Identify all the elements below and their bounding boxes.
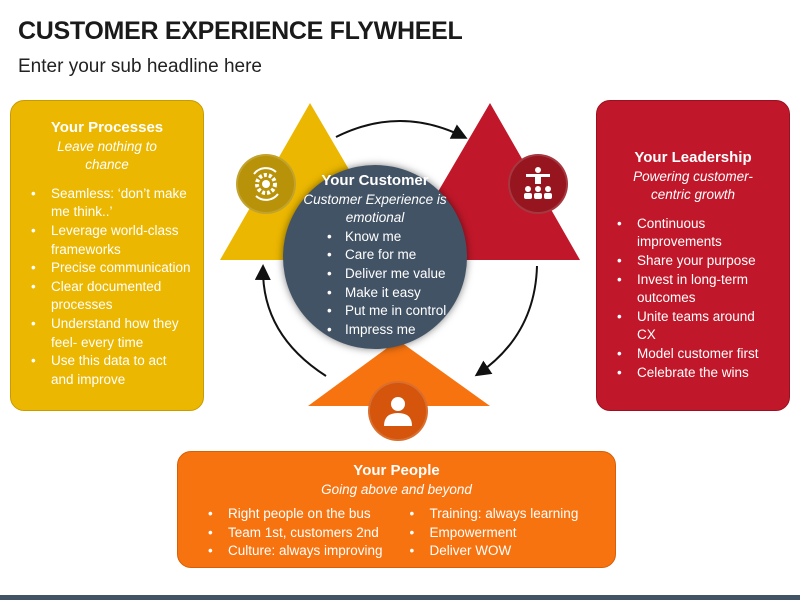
list-item: Model customer first bbox=[617, 345, 777, 364]
customer-circle: Your Customer Customer Experience is emo… bbox=[283, 165, 467, 349]
list-item: Precise communication bbox=[31, 259, 191, 278]
list-item: Empowerment bbox=[410, 524, 604, 543]
sub-headline: Enter your sub headline here bbox=[18, 56, 262, 77]
list-item: Deliver WOW bbox=[410, 542, 604, 561]
list-item: Leverage world-class frameworks bbox=[31, 222, 191, 259]
list-item: Impress me bbox=[327, 321, 467, 340]
list-item: Culture: always improving bbox=[208, 542, 402, 561]
processes-heading: Your Processes bbox=[50, 119, 164, 136]
list-item: Team 1st, customers 2nd bbox=[208, 524, 402, 543]
list-item: Put me in control bbox=[327, 302, 467, 321]
leadership-box: Your Leadership Powering customer-centri… bbox=[596, 100, 790, 411]
list-item: Seamless: ‘don’t make me think..’ bbox=[31, 185, 191, 222]
list-item: Training: always learning bbox=[410, 505, 604, 524]
leadership-heading: Your Leadership bbox=[634, 149, 752, 166]
list-item: Use this data to act and improve bbox=[31, 352, 191, 389]
customer-heading: Your Customer bbox=[321, 172, 429, 189]
gears-cycle-icon bbox=[236, 154, 296, 214]
people-tagline: Going above and beyond bbox=[321, 481, 472, 497]
list-item: Continuous improvements bbox=[617, 215, 777, 252]
arrow-top bbox=[335, 120, 468, 139]
customer-tagline: Customer Experience is emotional bbox=[303, 191, 447, 226]
processes-tagline: Leave nothing to chance bbox=[57, 138, 157, 173]
leadership-tagline: Powering customer-centric growth bbox=[633, 168, 753, 203]
list-item: Clear documented processes bbox=[31, 278, 191, 315]
list-item: Celebrate the wins bbox=[617, 364, 777, 383]
leader-team-icon bbox=[508, 154, 568, 214]
people-box: Your People Going above and beyond Right… bbox=[177, 451, 616, 568]
people-triangle bbox=[308, 340, 490, 406]
people-heading: Your People bbox=[353, 462, 440, 479]
list-item: Make it easy bbox=[327, 284, 467, 303]
person-icon bbox=[368, 381, 428, 441]
list-item: Unite teams around CX bbox=[617, 308, 777, 345]
arrow-left bbox=[254, 264, 327, 377]
list-item: Share your purpose bbox=[617, 252, 777, 271]
list-item: Deliver me value bbox=[327, 265, 467, 284]
processes-box: Your Processes Leave nothing to chance S… bbox=[10, 100, 204, 411]
list-item: Understand how they feel- every time bbox=[31, 315, 191, 352]
list-item: Right people on the bus bbox=[208, 505, 402, 524]
list-item: Know me bbox=[327, 228, 467, 247]
list-item: Invest in long-term outcomes bbox=[617, 271, 777, 308]
footer-bar bbox=[0, 595, 800, 600]
list-item: Care for me bbox=[327, 246, 467, 265]
arrow-right bbox=[474, 265, 538, 377]
slide-title: CUSTOMER EXPERIENCE FLYWHEEL bbox=[18, 17, 463, 45]
